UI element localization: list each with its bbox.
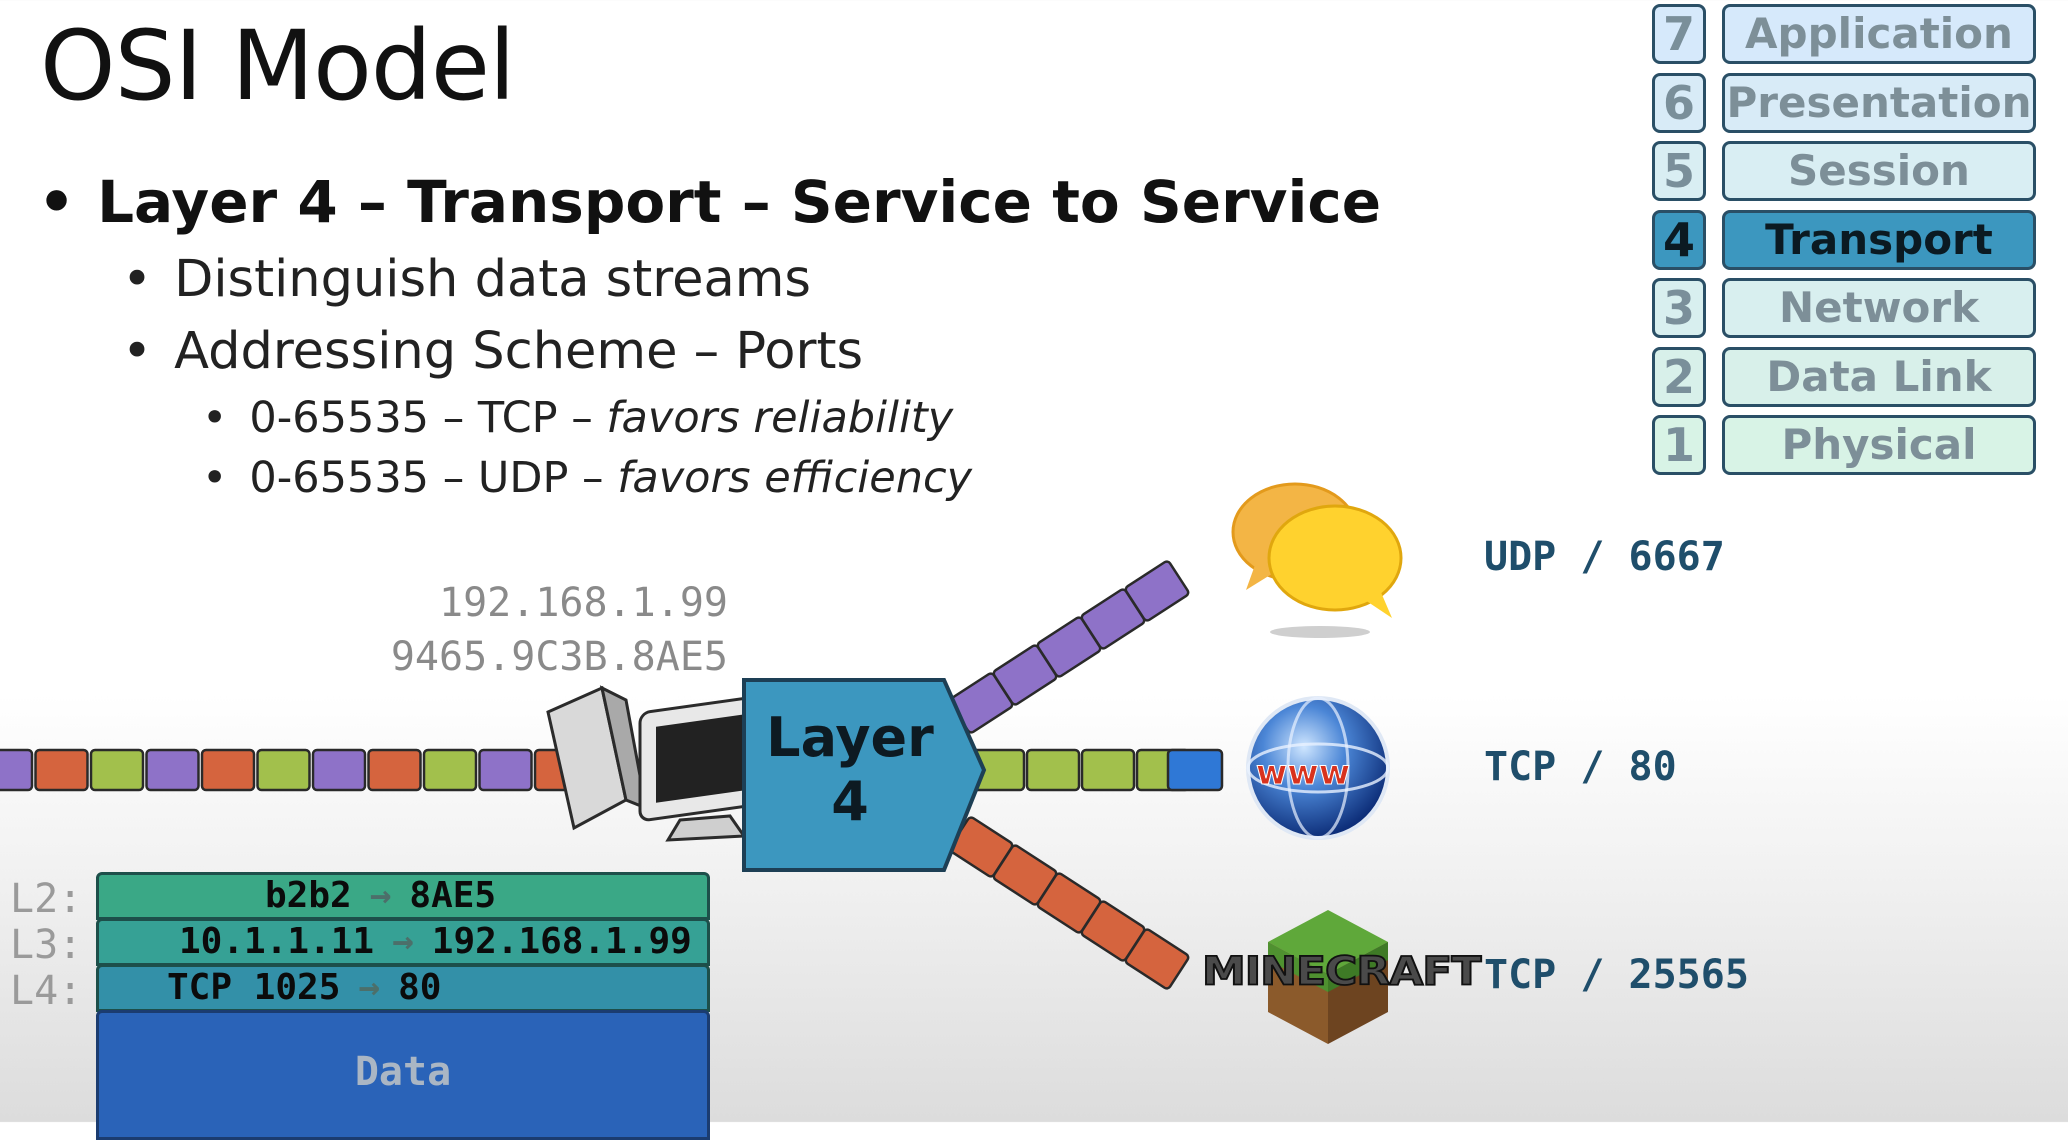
l2-label: L2: [10,876,83,922]
osi-layer-name: Physical [1722,415,2036,475]
l4-dst: 80 [398,967,442,1008]
osi-layer-number: 1 [1652,415,1706,475]
bullet-main: •Layer 4 – Transport – Service to Servic… [38,168,1382,236]
page-title: OSI Model [40,10,516,122]
bullet-tcp-text: 0-65535 – TCP – [249,393,607,443]
chat-bubbles-icon [1231,482,1403,638]
bullet-sub-2-text: Addressing Scheme – Ports [174,322,864,381]
osi-layer-number: 5 [1652,141,1706,201]
tcp-80-label: TCP / 80 [1484,744,1677,790]
arrow-icon: → [392,921,414,962]
bullet-sub-2: •Addressing Scheme – Ports [122,322,864,381]
osi-layer-3: 3 Network [1652,278,2036,338]
osi-layer-number: 4 [1652,209,1706,270]
l4-header: TCP 1025 → 80 [96,964,710,1012]
host-mac: 9465.9C3B.8AE5 [390,634,728,680]
osi-layer-name: Presentation [1722,72,2036,133]
osi-layer-2: 2 Data Link [1652,346,2036,407]
osi-layer-number: 7 [1652,4,1706,64]
l2-header: b2b2 → 8AE5 [96,872,710,920]
www-badge: www [1256,753,1350,793]
stream-segment [0,748,34,792]
bullet-udp-text: 0-65535 – UDP – [249,453,618,503]
layer4-label: Layer 4 [744,706,956,834]
bullet-sub-1: •Distinguish data streams [122,250,811,309]
incoming-stream [0,748,589,792]
host-ip: 192.168.1.99 [439,580,728,626]
stream-segment [1025,748,1081,792]
computer-icon [546,685,762,842]
l3-label: L3: [10,922,83,968]
game-stream [948,816,1190,990]
l3-src: 10.1.1.11 [179,921,375,962]
stream-segment [1124,560,1190,622]
data-label: Data [354,1049,452,1095]
osi-layer-5: 5 Session [1652,141,2036,201]
osi-layer-name: Transport [1722,209,2036,270]
stream-segment [311,748,367,792]
osi-layer-4: 4 Transport [1652,209,2036,270]
minecraft-logo: MINECRAFT [1201,948,1482,996]
bullet-udp-note: favors efficiency [617,453,973,503]
web-stream [970,748,1224,792]
l4-label: L4: [10,968,83,1014]
stream-segment [200,748,256,792]
stream-segment [89,748,145,792]
stream-segment [145,748,200,792]
bullet-sub-1-text: Distinguish data streams [174,250,811,309]
osi-layer-number: 6 [1652,72,1706,133]
stream-segment [1124,928,1190,990]
stream-segment [34,748,89,792]
l2-src: b2b2 [265,875,352,916]
stream-segment [478,748,533,792]
bullet-tcp-note: favors reliability [606,393,954,443]
l3-dst: 192.168.1.99 [431,921,692,962]
osi-layer-number: 2 [1652,346,1706,407]
udp-6667-label: UDP / 6667 [1484,534,1725,580]
bullet-tcp: •0-65535 – TCP – favors reliability [202,393,954,443]
l2-dst: 8AE5 [409,875,497,916]
osi-layer-name: Application [1722,4,2036,64]
osi-layer-name: Network [1722,278,2036,338]
arrow-icon: → [358,967,381,1008]
layer4-box [742,678,987,872]
bullet-udp: •0-65535 – UDP – favors efficiency [202,453,973,503]
stream-segment [1080,748,1136,792]
arrow-icon: → [369,875,392,916]
layer4-label-line2: 4 [831,770,869,833]
layer4-label-line1: Layer [766,706,934,769]
osi-layer-7: 7 Application [1652,4,2036,64]
grass-block-icon [1268,910,1388,1044]
www-globe-icon: www [1246,696,1390,840]
osi-layer-1: 1 Physical [1652,415,2036,475]
bullet-main-text: Layer 4 – Transport – Service to Service [97,168,1382,236]
l4-src: TCP 1025 [167,967,341,1008]
osi-layer-6: 6 Presentation [1652,72,2036,133]
stream-segment [367,748,422,792]
osi-layer-name: Data Link [1722,346,2036,407]
stream-segment [422,748,478,792]
tcp-25565-label: TCP / 25565 [1484,952,1749,998]
udp-stream [948,560,1190,734]
stream-segment [1166,748,1224,792]
l3-header: 10.1.1.11 → 192.168.1.99 [96,918,710,966]
data-block: Data [96,1010,710,1140]
osi-layer-name: Session [1722,141,2036,201]
osi-layer-number: 3 [1652,278,1706,338]
stream-segment [256,748,311,792]
